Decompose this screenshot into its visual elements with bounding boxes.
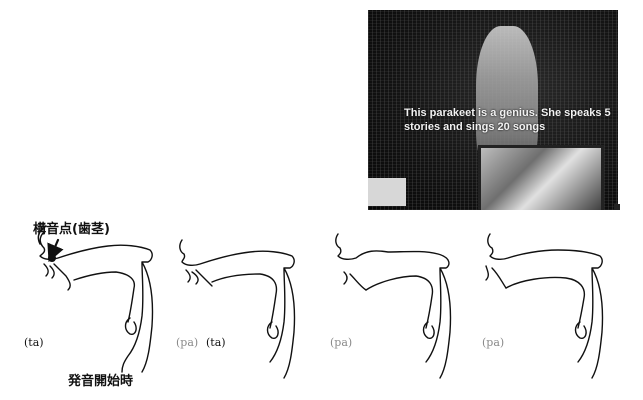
panel-1-label-ta: (ta)	[24, 336, 44, 349]
panel-4-label-pa: (pa)	[482, 336, 504, 349]
vocal-tract-figure-1	[38, 226, 152, 372]
vocal-tract-figure-4	[486, 234, 603, 378]
place-of-articulation-label: 構音点(歯茎)	[33, 218, 110, 237]
video-side-bar	[368, 178, 406, 206]
vocal-tract-figure-3	[336, 234, 451, 378]
arrow-icon	[52, 240, 58, 254]
panel-3-label-pa: (pa)	[330, 336, 352, 349]
onset-label: 発音開始時	[68, 370, 133, 389]
video-still: This parakeet is a genius. She speaks 5 …	[368, 10, 618, 210]
vocal-tract-figure-2	[180, 240, 295, 378]
video-caption: This parakeet is a genius. She speaks 5 …	[404, 106, 614, 134]
inset-image	[478, 145, 604, 210]
panel-2-label-pa: (pa)	[176, 336, 198, 349]
panel-2-label-ta: (ta)	[206, 336, 226, 349]
vocal-tract-diagram: 構音点(歯茎) (ta) (pa) (ta) (pa) (pa) 発音開始時	[0, 206, 643, 400]
